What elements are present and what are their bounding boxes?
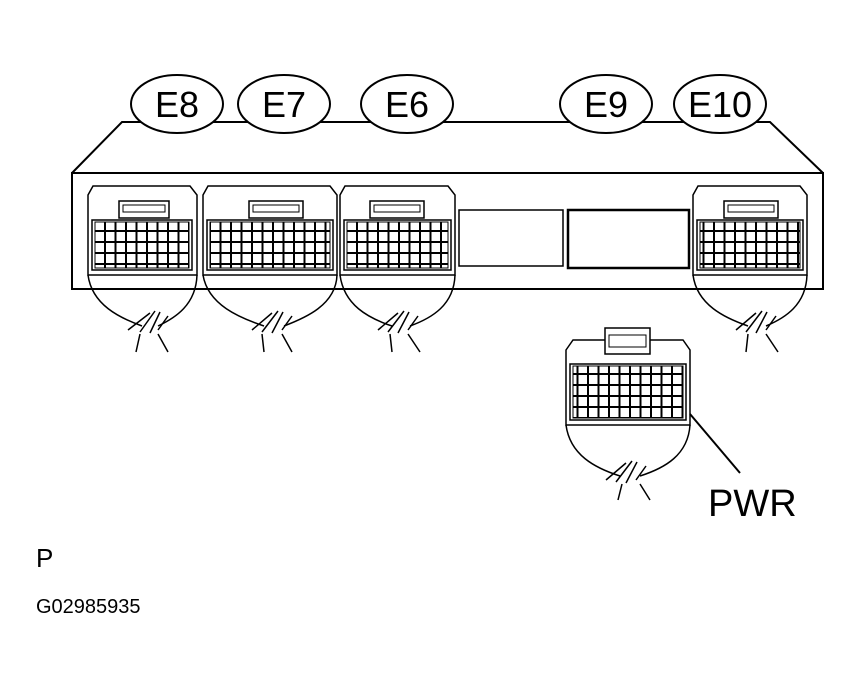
svg-text:E10: E10: [688, 84, 752, 125]
connector-e6: [339, 185, 456, 276]
empty-socket-2: [566, 208, 691, 270]
ecu-housing: [71, 121, 824, 290]
pwr-label: PWR: [708, 483, 797, 525]
connector-label-e10: E10: [673, 74, 767, 134]
svg-text:E7: E7: [262, 84, 306, 125]
pwr-leader-line: [689, 413, 741, 474]
connector-label-e8: E8: [130, 74, 224, 134]
pwr-harness: [565, 424, 691, 501]
svg-text:E8: E8: [155, 84, 199, 125]
connector-label-e9: E9: [559, 74, 653, 134]
pwr-connector: [565, 327, 691, 426]
svg-text:E9: E9: [584, 84, 628, 125]
figure-letter: P: [36, 543, 54, 573]
wire-harnesses: [87, 274, 808, 353]
connector-label-e7: E7: [237, 74, 331, 134]
connector-e10: [692, 185, 808, 276]
empty-socket-1: [458, 209, 564, 267]
connector-label-e6: E6: [360, 74, 454, 134]
connector-e8: [87, 185, 198, 276]
figure-code: G02985935: [36, 596, 141, 618]
svg-text:E6: E6: [385, 84, 429, 125]
connector-e7: [202, 185, 338, 276]
